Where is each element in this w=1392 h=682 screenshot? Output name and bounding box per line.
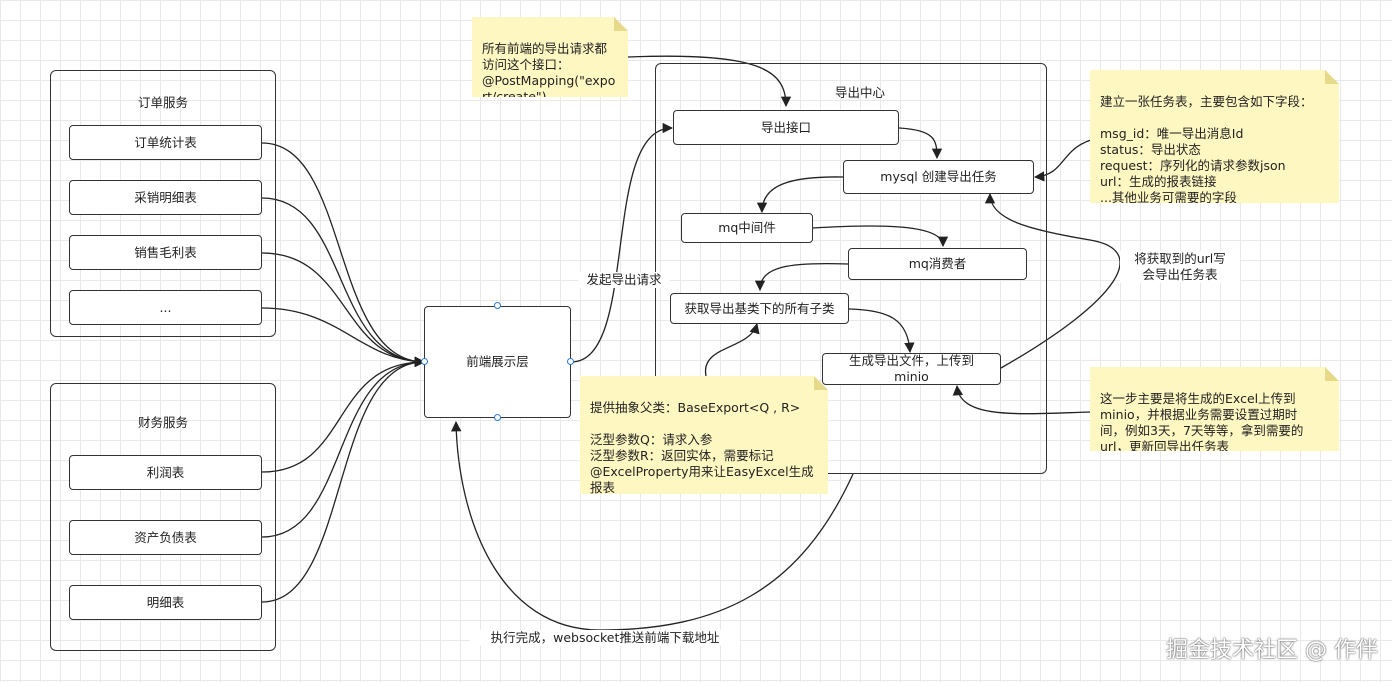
export-center-group (655, 63, 1047, 474)
node-gen-upload[interactable]: 生成导出文件，上传到 minio (822, 353, 1001, 385)
edge-balance (261, 356, 426, 538)
edge-consumer-subclass (754, 262, 849, 292)
edge-api-mysql (898, 127, 943, 160)
edge-order-more (261, 307, 426, 367)
order-item-margin[interactable]: 销售毛利表 (69, 235, 262, 270)
node-mq-middleware[interactable]: mq中间件 (681, 213, 813, 243)
frontend-layer[interactable]: 前端展示层 (424, 306, 571, 418)
note-minio: 这一步主要是将生成的Excel上传到 minio，并根据业务需要设置过期时 间，… (1090, 367, 1339, 451)
handle-right[interactable] (567, 358, 574, 365)
node-mq-consumer[interactable]: mq消费者 (848, 248, 1027, 280)
node-export-api[interactable]: 导出接口 (673, 110, 899, 145)
note-abstract: 提供抽象父类：BaseExport<Q , R> 泛型参数Q：请求入参 泛型参数… (580, 376, 828, 494)
order-service-title: 订单服务 (137, 95, 188, 110)
edge-order-stats (261, 142, 426, 367)
note-api-text: 所有前端的导出请求都 访问这个接口： @PostMapping("expo rt… (482, 41, 616, 104)
edge-profit (261, 356, 426, 473)
note-abstract-text: 提供抽象父类：BaseExport<Q , R> 泛型参数Q：请求入参 泛型参数… (590, 400, 814, 495)
order-item-purchase[interactable]: 采销明细表 (69, 180, 262, 215)
handle-bottom[interactable] (494, 414, 501, 421)
edge-purchase-detail (261, 197, 426, 367)
note-task-table-text: 建立一张任务表，主要包含如下字段： msg_id：唯一导出消息Id status… (1100, 94, 1313, 205)
export-center-title: 导出中心 (834, 85, 885, 100)
edge-mq-consumer (812, 225, 949, 248)
edge-abstract-note (705, 322, 760, 377)
finance-item-balance[interactable]: 资产负债表 (69, 520, 262, 555)
edge-write-url (984, 192, 1121, 369)
edge-sales-margin (261, 252, 426, 367)
edge-table-note (1033, 139, 1092, 182)
edge-label-done-push: 执行完成，websocket推送前端下载地址 (470, 630, 740, 646)
order-service-group (50, 70, 276, 337)
edge-send-request (570, 122, 674, 363)
watermark: 掘金技术社区 @ 作伴 (1166, 638, 1378, 663)
edge-label-send-request: 发起导出请求 (578, 272, 670, 288)
order-item-stats[interactable]: 订单统计表 (69, 125, 262, 160)
edge-minio-note (952, 384, 1092, 415)
finance-item-detail[interactable]: 明细表 (69, 585, 262, 620)
finance-item-profit[interactable]: 利润表 (69, 455, 262, 490)
finance-service-group (50, 383, 276, 651)
handle-top[interactable] (494, 302, 501, 309)
edge-detail (261, 356, 426, 603)
note-minio-text: 这一步主要是将生成的Excel上传到 minio，并根据业务需要设置过期时 间，… (1100, 391, 1304, 454)
node-get-subclasses[interactable]: 获取导出基类下的所有子类 (670, 293, 849, 324)
edge-label-write-url: 将获取到的url写 会导出任务表 (1120, 251, 1240, 283)
note-task-table: 建立一张任务表，主要包含如下字段： msg_id：唯一导出消息Id status… (1090, 70, 1339, 203)
note-api: 所有前端的导出请求都 访问这个接口： @PostMapping("expo rt… (472, 17, 628, 97)
edge-api-note (627, 55, 792, 108)
edge-mysql-mq (756, 176, 844, 214)
finance-service-title: 财务服务 (137, 415, 188, 430)
edge-subclass-gen (848, 308, 915, 354)
order-item-more[interactable]: ... (69, 290, 262, 325)
edge-done-push (450, 420, 854, 631)
node-mysql-task[interactable]: mysql 创建导出任务 (843, 160, 1034, 194)
handle-left[interactable] (421, 358, 428, 365)
